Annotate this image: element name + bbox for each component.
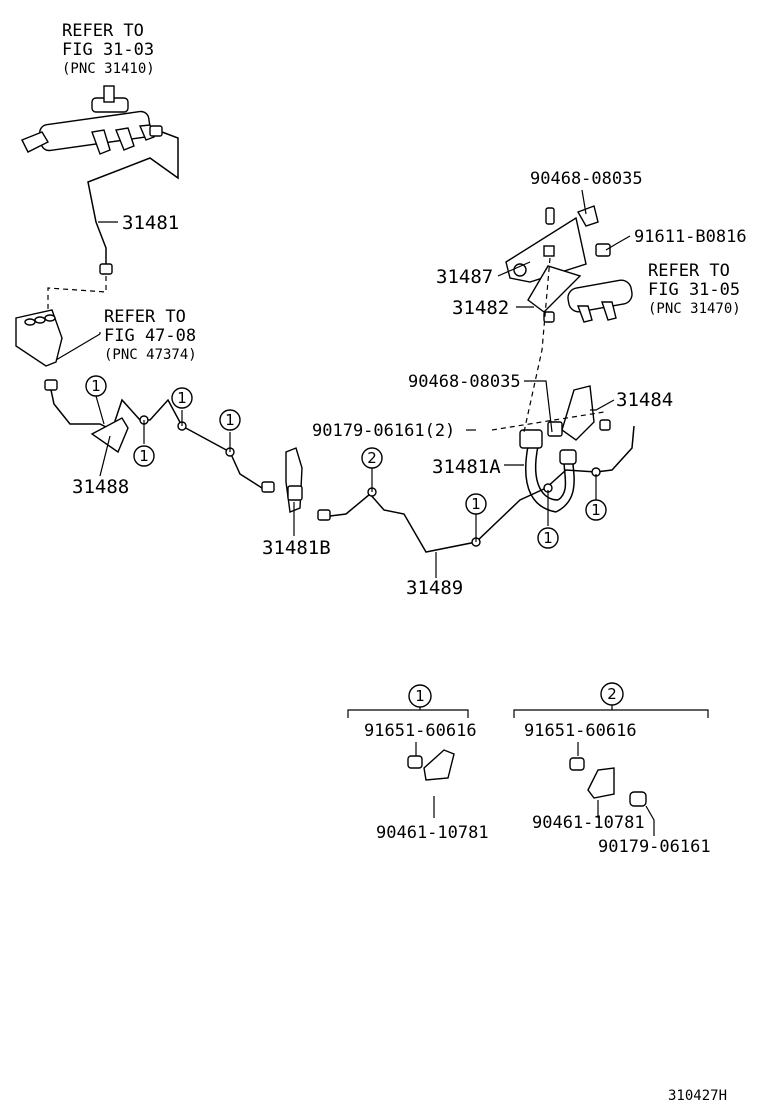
part-label-31481: 31481 — [122, 212, 179, 234]
clamp-marker: 1 — [85, 375, 107, 397]
reservoir-illustration — [15, 309, 63, 367]
svg-text:(PNC 31470): (PNC 31470) — [648, 301, 741, 317]
clamp-marker: 1 — [219, 409, 241, 431]
svg-text:(PNC 31410): (PNC 31410) — [62, 61, 155, 77]
part-label-31489: 31489 — [406, 577, 463, 599]
part-label-31482: 31482 — [452, 297, 509, 319]
bracket-31482-illustration — [527, 265, 582, 323]
clamp-marker: 1 — [465, 493, 487, 515]
svg-text:REFER TO: REFER TO — [62, 21, 144, 41]
legend-clamp-label: 90461-10781 — [376, 823, 489, 843]
clamp-marker: 1 — [171, 387, 193, 409]
svg-text:(PNC 47374): (PNC 47374) — [104, 347, 197, 363]
svg-text:2: 2 — [607, 685, 617, 703]
part-label-90468-mid: 90468-08035 — [408, 372, 521, 392]
svg-text:2: 2 — [367, 449, 377, 467]
svg-text:1: 1 — [139, 447, 149, 465]
legend-bolt-label: 91651-60616 — [364, 721, 477, 741]
reference-note-31-05: REFER TO FIG 31-05 (PNC 31470) — [648, 261, 741, 317]
part-label-31481B: 31481B — [262, 537, 331, 559]
svg-text:REFER TO: REFER TO — [648, 261, 730, 281]
part-label-31488: 31488 — [72, 476, 129, 498]
svg-text:1: 1 — [91, 377, 101, 395]
part-label-31484: 31484 — [616, 389, 673, 411]
svg-text:REFER TO: REFER TO — [104, 307, 186, 327]
slave-cylinder-illustration — [567, 243, 633, 323]
tube-line — [44, 379, 635, 553]
bracket-31488-illustration — [90, 417, 129, 454]
bracket-31487-illustration — [505, 205, 599, 283]
svg-text:1: 1 — [225, 411, 235, 429]
svg-text:FIG 47-08: FIG 47-08 — [104, 326, 196, 346]
clamp-marker: 1 — [585, 499, 607, 521]
clamp-marker: 1 — [537, 527, 559, 549]
svg-text:1: 1 — [543, 529, 553, 547]
svg-text:1: 1 — [591, 501, 601, 519]
part-label-90179: 90179-06161(2) — [312, 421, 455, 441]
legend-set-1: 1 91651-60616 90461-10781 — [347, 684, 489, 843]
leader-lines — [95, 189, 631, 578]
clamp-marker: 2 — [361, 447, 383, 469]
master-cylinder-illustration — [21, 85, 179, 275]
legend-set-2: 2 91651-60616 90461-10781 90179-06161 — [513, 682, 711, 857]
legend-clamp-label: 90461-10781 — [532, 813, 645, 833]
clamp-marker: 1 — [133, 445, 155, 467]
bracket-31484-illustration — [561, 385, 595, 441]
legend-bolt-label: 91651-60616 — [524, 721, 637, 741]
flex-hose-illustration — [519, 429, 577, 513]
part-label-90468-top: 90468-08035 — [530, 169, 643, 189]
reference-note-47-08: REFER TO FIG 47-08 (PNC 47374) — [104, 307, 197, 363]
svg-text:FIG 31-03: FIG 31-03 — [62, 40, 154, 60]
part-label-31487: 31487 — [436, 266, 493, 288]
svg-text:1: 1 — [177, 389, 187, 407]
part-label-91611: 91611-B0816 — [634, 227, 747, 247]
part-label-31481A: 31481A — [432, 456, 501, 478]
svg-text:1: 1 — [471, 495, 481, 513]
svg-text:FIG 31-05: FIG 31-05 — [648, 280, 740, 300]
svg-text:1: 1 — [415, 687, 425, 705]
legend-nut-label: 90179-06161 — [598, 837, 711, 857]
reference-note-31-03: REFER TO FIG 31-03 (PNC 31410) — [62, 21, 155, 77]
figure-code: 310427H — [668, 1088, 727, 1104]
